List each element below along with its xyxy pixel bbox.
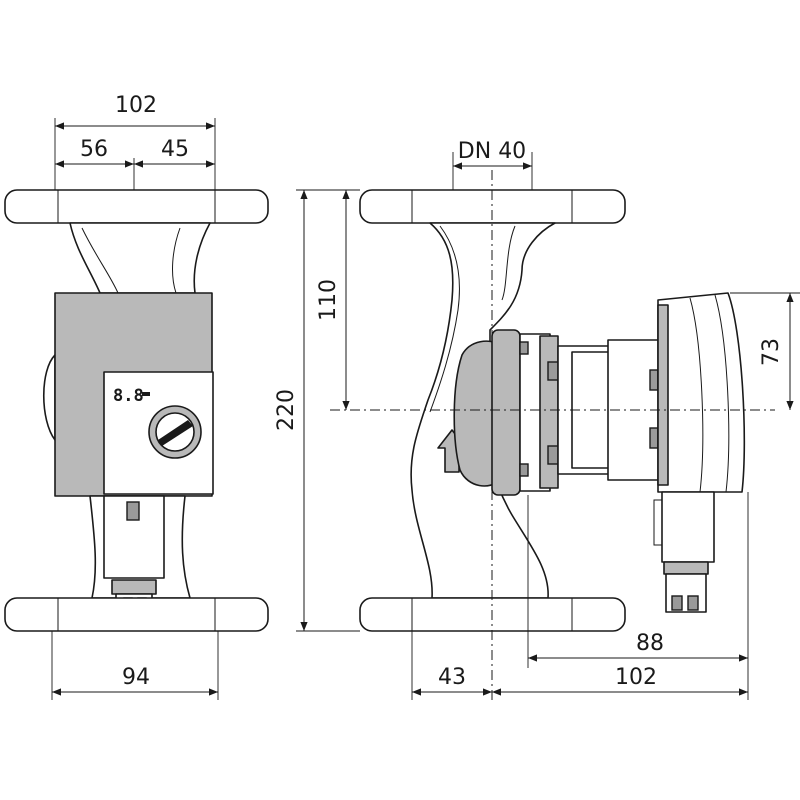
side-view	[330, 170, 775, 700]
speed-knob[interactable]	[148, 405, 202, 459]
dim-front-width-top: 102	[115, 93, 157, 118]
front-bottom-flange	[4, 597, 269, 632]
front-view: 8.8	[4, 189, 269, 632]
front-upper-neck	[69, 222, 211, 294]
side-coupling-ring	[491, 329, 521, 496]
dim-side-right: 102	[615, 665, 657, 690]
side-dimensions: DN 40 220 110 73 88 43 102	[274, 139, 800, 700]
dim-side-motor: 88	[636, 631, 664, 656]
display-readout: 8.8	[113, 386, 144, 406]
front-top-flange	[4, 189, 269, 224]
dim-front-left: 56	[80, 137, 108, 162]
dim-side-left: 43	[438, 665, 466, 690]
display-led	[142, 392, 150, 396]
side-electronics-head	[657, 292, 746, 493]
side-terminal-box	[653, 491, 715, 613]
dim-front-right: 45	[161, 137, 189, 162]
dim-motor-height: 73	[759, 338, 784, 366]
front-dimensions: 102 56 45 94	[51, 93, 219, 700]
side-volute	[453, 340, 501, 487]
front-side-bulge	[42, 354, 56, 441]
dim-nominal-diameter: DN 40	[458, 139, 526, 164]
dim-height-total: 220	[274, 389, 299, 431]
dim-front-width-bottom: 94	[122, 665, 150, 690]
dim-height-half: 110	[316, 279, 341, 321]
